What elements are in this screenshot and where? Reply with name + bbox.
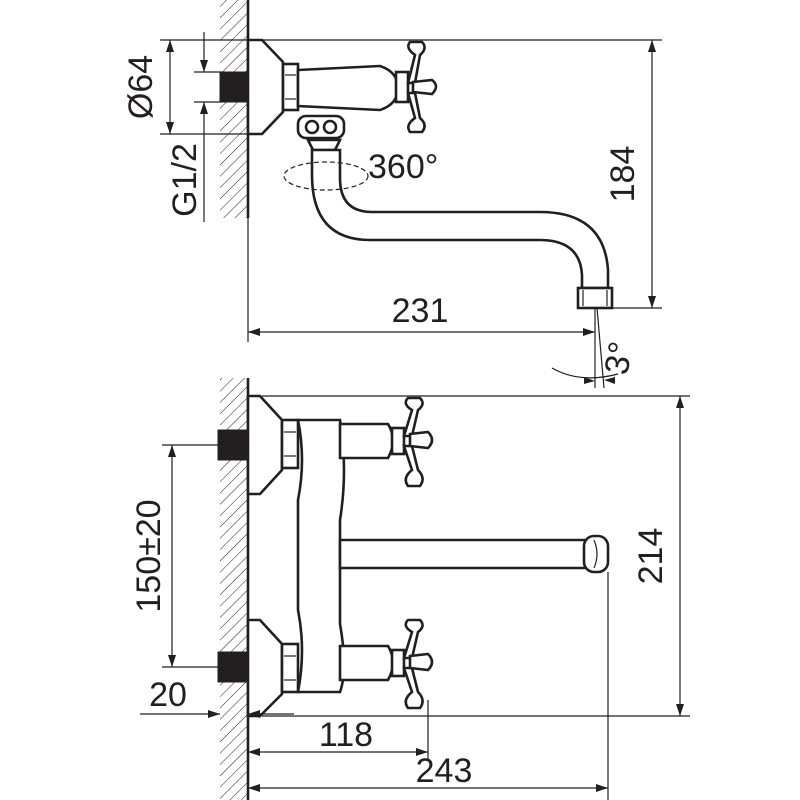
nut-top: [281, 62, 300, 112]
total-width-label: 243: [416, 752, 473, 790]
cross-handle-top: [394, 40, 438, 134]
inlet-pipe-lower: [217, 651, 249, 683]
curved-spout-top: [310, 148, 610, 290]
inlet-pipe-upper: [217, 429, 249, 461]
spout-label: 118: [319, 716, 373, 754]
swivel-joint-top: [296, 114, 346, 152]
spout-front: [338, 538, 588, 570]
angle-label: 3°: [598, 339, 641, 378]
cross-handle-upper: [390, 396, 434, 488]
offset-label: 20: [149, 676, 187, 714]
escutcheon-lower: [246, 618, 284, 718]
total-height-label: 214: [632, 528, 670, 585]
reach-label: 231: [392, 292, 449, 330]
aerator-front: [582, 534, 610, 574]
front-view: 150±20 20 214 118 243: [130, 378, 690, 800]
thread-label: G1/2: [166, 143, 204, 217]
spacing-label: 150±20: [130, 499, 168, 612]
cross-handle-lower: [390, 618, 434, 710]
top-view: 360° Ø64 G1/2 184 231 3°: [122, 0, 662, 389]
swivel-ellipse: [283, 161, 369, 191]
wall-hatch-top: [220, 0, 248, 218]
escutcheon-upper: [246, 394, 284, 496]
valve-body-top: [296, 64, 400, 112]
diameter-label: Ø64: [122, 55, 160, 119]
valve-body-front: [296, 418, 346, 694]
height-label: 184: [604, 146, 642, 203]
inlet-pipe-top: [219, 71, 249, 103]
escutcheon-top: [246, 38, 285, 136]
swivel-label: 360°: [368, 148, 438, 186]
